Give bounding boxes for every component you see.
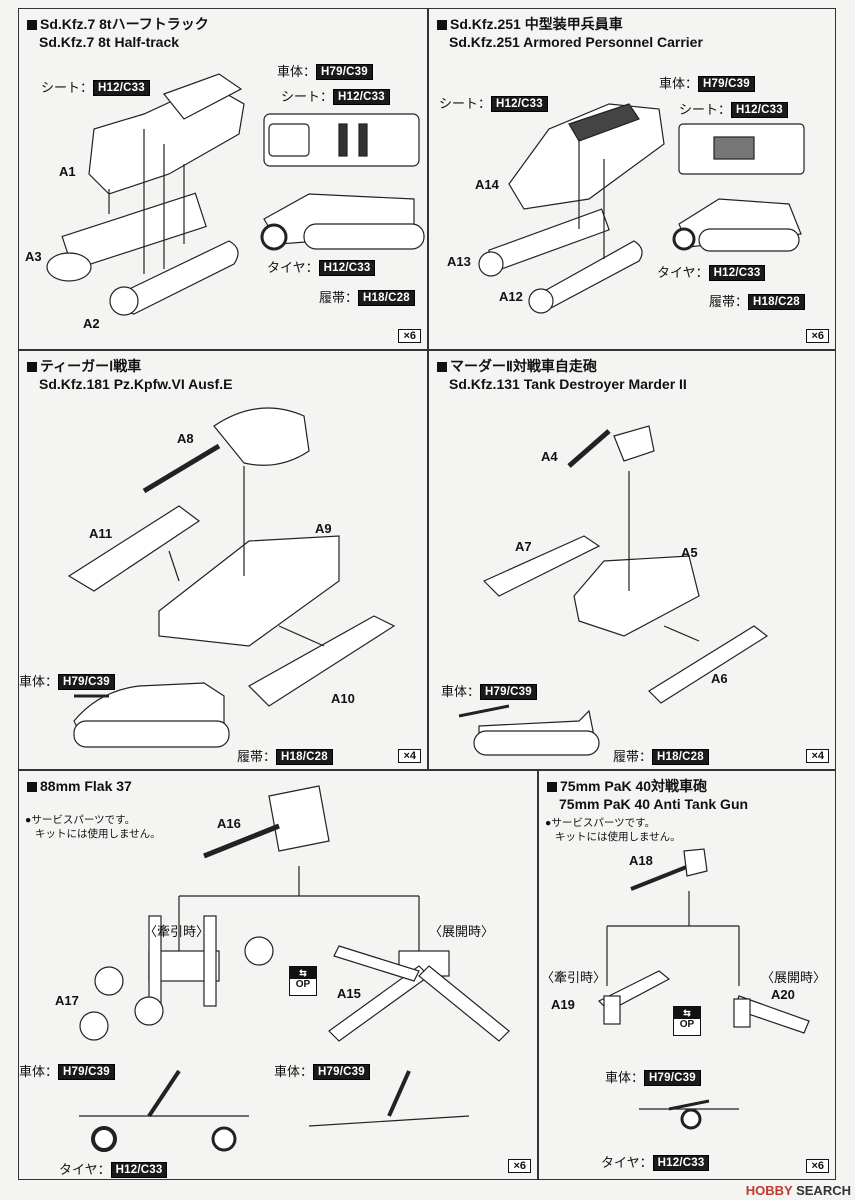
bullet-square-icon [27,782,37,792]
panel-title: ティーガーⅠ戦車 Sd.Kfz.181 Pz.Kpfw.VI Ausf.E [27,357,232,393]
paint-code-badge: H12/C33 [318,260,376,276]
paint-code-badge: H79/C39 [698,76,755,92]
seat-label-2: シート：H12/C33 [679,99,788,118]
bullet-square-icon [547,782,557,792]
tiger-assembly-drawing [67,407,396,748]
paint-code-badge: H18/C28 [358,290,415,306]
paint-code-badge: H79/C39 [480,684,537,700]
part-number: A5 [681,545,698,560]
service-parts-note: ●サービスパーツです。キットには使用しません。 [25,814,161,840]
part-number: A14 [475,177,499,192]
paint-code-badge: H12/C33 [110,1162,168,1178]
tire-label: タイヤ：H12/C33 [601,1152,710,1171]
bullet-square-icon [27,20,37,30]
body-label: 車体：H79/C39 [277,61,373,80]
body-label: 車体：H79/C39 [605,1067,701,1086]
track-label: 履帯：H18/C28 [613,746,709,765]
quantity-badge: ×6 [806,329,829,343]
seat-label-2: シート：H12/C33 [281,86,390,105]
paint-code-badge: H12/C33 [333,89,390,105]
service-parts-note: ●サービスパーツです。キットには使用しません。 [545,817,681,843]
quantity-badge: ×4 [398,749,421,763]
towing-label: 〈牽引時〉 [144,924,210,939]
quantity-badge: ×6 [806,1159,829,1173]
track-label: 履帯：H18/C28 [237,746,333,765]
part-number: A20 [771,987,795,1002]
panel-title: マーダーⅡ対戦車自走砲 Sd.Kfz.131 Tank Destroyer Ma… [437,357,687,393]
apc-assembly-drawing [478,103,805,314]
panel-title: Sd.Kfz.251 中型装甲兵員車 Sd.Kfz.251 Armored Pe… [437,15,703,51]
paint-code-badge: H12/C33 [491,96,548,112]
body-label-2: 車体：H79/C39 [274,1061,370,1080]
body-label: 車体：H79/C39 [659,73,755,92]
panel-flak37: 88mm Flak 37 ●サービスパーツです。キットには使用しません。 〈牽引… [18,770,538,1180]
hobby-search-watermark: HOBBY SEARCH [745,1183,851,1198]
seat-label: シート：H12/C33 [41,77,150,96]
optional-part-icon: ⇆OP [289,966,317,996]
part-number: A6 [711,671,728,686]
quantity-badge: ×6 [398,329,421,343]
pak40-assembly-drawing [597,848,810,1130]
tire-label: タイヤ：H12/C33 [657,262,766,281]
part-number: A16 [217,816,241,831]
paint-code-badge: H79/C39 [644,1070,701,1086]
marder-assembly-drawing [458,425,769,756]
body-label: 車体：H79/C39 [441,681,537,700]
part-number: A4 [541,449,558,464]
deployed-label: 〈展開時〉 [429,924,495,939]
tire-label: タイヤ：H12/C33 [59,1159,168,1178]
towing-label: 〈牽引時〉 [541,970,607,985]
part-number: A17 [55,993,79,1008]
part-number: A13 [447,254,471,269]
flak37-assembly-drawing [79,785,510,1152]
paint-code-badge: H79/C39 [58,674,115,690]
bullet-square-icon [27,362,37,372]
part-number: A18 [629,853,653,868]
part-number: A2 [83,316,100,331]
paint-code-badge: H12/C33 [93,80,150,96]
panel-marder: マーダーⅡ対戦車自走砲 Sd.Kfz.131 Tank Destroyer Ma… [428,350,836,770]
paint-code-badge: H12/C33 [731,102,788,118]
paint-code-badge: H12/C33 [652,1155,710,1171]
quantity-badge: ×4 [806,749,829,763]
panel-title: Sd.Kfz.7 8tハーフトラック Sd.Kfz.7 8t Half-trac… [27,15,209,51]
part-number: A3 [25,249,42,264]
panel-title: 75mm PaK 40対戦車砲 75mm PaK 40 Anti Tank Gu… [547,777,748,813]
part-number: A10 [331,691,355,706]
paint-code-badge: H18/C28 [652,749,709,765]
part-number: A19 [551,997,575,1012]
part-number: A15 [337,986,361,1001]
part-number: A8 [177,431,194,446]
track-label: 履帯：H18/C28 [319,287,415,306]
quantity-badge: ×6 [508,1159,531,1173]
optional-part-icon: ⇆OP [673,1006,701,1036]
panel-sdkfz251: Sd.Kfz.251 中型装甲兵員車 Sd.Kfz.251 Armored Pe… [428,8,836,350]
halftrack-assembly-drawing [46,73,425,316]
track-label: 履帯：H18/C28 [709,291,805,310]
paint-code-badge: H18/C28 [748,294,805,310]
paint-code-badge: H18/C28 [276,749,333,765]
seat-label: シート：H12/C33 [439,93,548,112]
deployed-label: 〈展開時〉 [761,970,827,985]
body-label: 車体：H79/C39 [19,671,115,690]
bullet-square-icon [437,20,447,30]
part-number: A7 [515,539,532,554]
part-number: A9 [315,521,332,536]
part-number: A11 [89,526,113,541]
body-label: 車体：H79/C39 [19,1061,115,1080]
tire-label: タイヤ：H12/C33 [267,257,376,276]
panel-tiger: ティーガーⅠ戦車 Sd.Kfz.181 Pz.Kpfw.VI Ausf.E 車体… [18,350,428,770]
panel-sdkfz7: Sd.Kfz.7 8tハーフトラック Sd.Kfz.7 8t Half-trac… [18,8,428,350]
panel-title: 88mm Flak 37 [27,777,132,795]
paint-code-badge: H79/C39 [316,64,373,80]
bullet-square-icon [437,362,447,372]
paint-code-badge: H79/C39 [58,1064,115,1080]
panel-pak40: 75mm PaK 40対戦車砲 75mm PaK 40 Anti Tank Gu… [538,770,836,1180]
part-number: A12 [499,289,523,304]
part-number: A1 [59,164,76,179]
paint-code-badge: H12/C33 [708,265,766,281]
paint-code-badge: H79/C39 [313,1064,370,1080]
